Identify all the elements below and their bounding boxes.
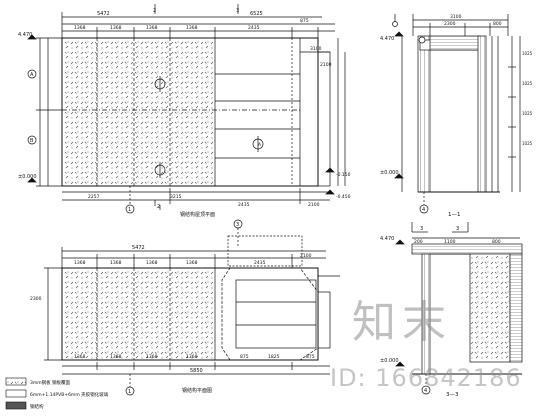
- sec1-dim-r1: 1025: [522, 51, 533, 56]
- sec1-dim-r3: 1025: [522, 111, 533, 116]
- bp-dim-bot-6: 1825: [268, 354, 280, 360]
- section-1-1-labels: 3100 2300 800 4.470 ±0.000 1025 1025 102…: [380, 14, 533, 218]
- sec1-dim-1: 3100: [450, 14, 462, 20]
- sec1-axis: 4: [422, 207, 425, 213]
- axis-2-bottom-label: 2: [157, 204, 160, 210]
- dim-bottom-4: 2100: [308, 202, 320, 208]
- legend-item-3: 钢结构: [30, 403, 44, 410]
- bp-title: 钢结构平面图: [182, 387, 212, 394]
- sec3-level-top: 4.470: [380, 236, 394, 242]
- level-top: 4.470: [18, 32, 32, 38]
- axis-1-label: 1: [128, 207, 131, 213]
- section-1-1: [392, 14, 521, 214]
- section-3-3-labels: 3 3 200 1100 800 4.470 ±0.000 4 3—3: [380, 226, 501, 398]
- axis-A-label: A: [30, 72, 34, 78]
- sec3-level-bottom: ±0.000: [380, 358, 399, 364]
- bp-dim-bot-3: 1368: [146, 354, 158, 360]
- level-right-1: -0.150: [336, 172, 351, 178]
- sec3-axis-left: 3: [420, 226, 423, 232]
- sec3-dim-1: 200: [414, 239, 423, 245]
- bp-dim-top-2: 1368: [110, 260, 122, 266]
- dim-mid-1: 3100: [310, 46, 322, 52]
- bp-axis-top: 3: [236, 222, 239, 228]
- dim-bottom-1: 2257: [88, 194, 100, 200]
- bp-dim-top-3: 1368: [146, 260, 158, 266]
- bp-dim-bot-7: 875: [306, 354, 315, 360]
- legend-swatch-steel: [5, 401, 27, 410]
- dim-mid-2: 2100: [320, 62, 332, 68]
- sec1-level-top: 4.470: [380, 36, 394, 42]
- axis-3-top-label: 3: [236, 8, 239, 14]
- bp-dim-top-4: 1368: [186, 260, 198, 266]
- watermark-logo: 知末: [352, 297, 452, 348]
- bp-dim-top-5: 2435: [254, 260, 266, 266]
- bottom-plan: [44, 219, 340, 396]
- watermark-id: ID: 166842186: [330, 364, 522, 392]
- bp-dim-bot-4: 1368: [186, 354, 198, 360]
- section-3-3: [395, 222, 523, 395]
- dim-total-left: 5472: [97, 11, 110, 17]
- sec3-axis-right: 3: [456, 226, 459, 232]
- sec1-dim-r4: 1025: [522, 141, 533, 146]
- dim-top-5: 2435: [248, 25, 260, 31]
- bp-dim-top-6: 2100: [300, 253, 312, 259]
- axis-2-top-label: 2: [153, 8, 156, 14]
- section-mark-label: A: [258, 142, 262, 148]
- sec1-dim-2: 2300: [444, 21, 456, 27]
- bp-dim-top-1: 1368: [74, 260, 86, 266]
- dim-bottom-2: 3215: [170, 194, 182, 200]
- sec3-dim-2: 1100: [444, 239, 456, 245]
- sec1-dim-3: 800: [493, 21, 502, 27]
- dim-total-right: 6525: [250, 11, 263, 17]
- legend-swatch-glass: [5, 389, 27, 398]
- legend-item-1: 3mm钢板 钢板覆面: [30, 379, 71, 386]
- sec3-dim-3: 800: [492, 239, 501, 245]
- bp-total-top: 5472: [132, 245, 145, 251]
- dim-top-4: 1368: [186, 25, 198, 31]
- dim-top-1: 1368: [74, 25, 86, 31]
- top-roof-plan: [27, 4, 346, 214]
- dim-top-6: 875: [300, 18, 309, 24]
- top-plan-labels: 5472 6525 1368 1368 1368 1368 2435 875 3…: [18, 8, 351, 218]
- material-legend: 3mm钢板 钢板覆面 6mm+1.14PVB+6mm 夹胶钢化玻璃 钢结构: [5, 377, 109, 410]
- bp-total-bottom: 5850: [190, 368, 203, 374]
- bottom-plan-labels: 5472 1368 1368 1368 1368 2435 2100 2300 …: [30, 222, 315, 395]
- sec3-axis-bottom: 4: [424, 388, 427, 394]
- bp-dim-bot-2: 1368: [110, 354, 122, 360]
- dim-top-3: 1368: [146, 25, 158, 31]
- level-right-2: -0.450: [336, 194, 351, 200]
- bp-dim-left-1: 2300: [30, 296, 42, 302]
- top-plan-title: 钢结构屋顶平面: [180, 211, 215, 218]
- bp-dim-bot-1: 1368: [74, 354, 86, 360]
- sec3-title: 3—3: [446, 392, 459, 398]
- dim-bottom-3: 2435: [238, 202, 250, 208]
- legend-item-2: 6mm+1.14PVB+6mm 夹胶钢化玻璃: [30, 391, 109, 398]
- level-bottom: ±0.000: [18, 174, 37, 180]
- bp-dim-bot-5: 875: [240, 354, 249, 360]
- sec1-level-bottom: ±0.000: [380, 170, 399, 176]
- dim-top-2: 1368: [110, 25, 122, 31]
- bp-axis-bottom: 1: [128, 389, 131, 395]
- sec1-title: 1—1: [448, 212, 461, 218]
- sec1-dim-r2: 1025: [522, 81, 533, 86]
- legend-swatch-plate: [5, 377, 27, 386]
- axis-B-label: B: [30, 138, 34, 144]
